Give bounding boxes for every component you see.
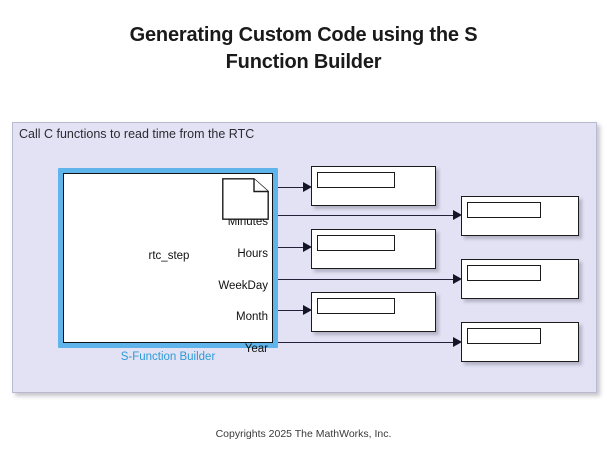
output-port-weekday: WeekDay — [218, 280, 268, 292]
block-body[interactable]: rtc_step Seconds Minutes Hours WeekDay M… — [63, 173, 273, 355]
display-block-minutes[interactable] — [461, 196, 579, 236]
sfunction-builder-block[interactable]: rtc_step Seconds Minutes Hours WeekDay M… — [58, 168, 278, 363]
signal-arrow-weekday — [453, 274, 462, 284]
display-value-year — [467, 328, 541, 344]
signal-line-year — [266, 342, 456, 343]
page-title: Generating Custom Code using the S Funct… — [0, 22, 607, 76]
display-value-weekday — [467, 265, 541, 281]
signal-arrow-month — [303, 305, 312, 315]
signal-arrow-year — [453, 337, 462, 347]
signal-arrow-minutes — [453, 210, 462, 220]
display-value-month — [317, 298, 395, 314]
output-port-year: Year — [244, 343, 268, 355]
signal-line-month — [266, 310, 306, 311]
canvas-annotation-text: Call C functions to read time from the R… — [19, 127, 255, 141]
signal-line-seconds — [266, 187, 306, 188]
signal-line-minutes — [266, 215, 456, 216]
display-block-seconds[interactable] — [311, 166, 436, 206]
signal-arrow-hours — [303, 242, 312, 252]
display-block-hours[interactable] — [311, 229, 436, 269]
output-port-month: Month — [236, 311, 268, 323]
page-title-line-2: Function Builder — [225, 51, 382, 73]
page-title-line-1: Generating Custom Code using the S — [129, 24, 478, 46]
simulink-model-canvas[interactable]: Call C functions to read time from the R… — [12, 122, 597, 393]
output-port-seconds: Seconds — [223, 188, 268, 200]
display-value-minutes — [467, 202, 541, 218]
output-port-hours: Hours — [237, 248, 268, 260]
block-caption-label: S-Function Builder — [120, 351, 216, 363]
copyright-notice: Copyrights 2025 The MathWorks, Inc. — [215, 428, 392, 440]
display-block-year[interactable] — [461, 322, 579, 362]
display-block-month[interactable] — [311, 292, 436, 332]
display-block-weekday[interactable] — [461, 259, 579, 299]
output-port-minutes: Minutes — [227, 216, 268, 228]
block-name-label: rtc_step — [148, 250, 190, 262]
display-value-seconds — [317, 172, 395, 188]
signal-line-hours — [266, 247, 306, 248]
signal-arrow-seconds — [303, 182, 312, 192]
display-value-hours — [317, 235, 395, 251]
signal-line-weekday — [266, 279, 456, 280]
